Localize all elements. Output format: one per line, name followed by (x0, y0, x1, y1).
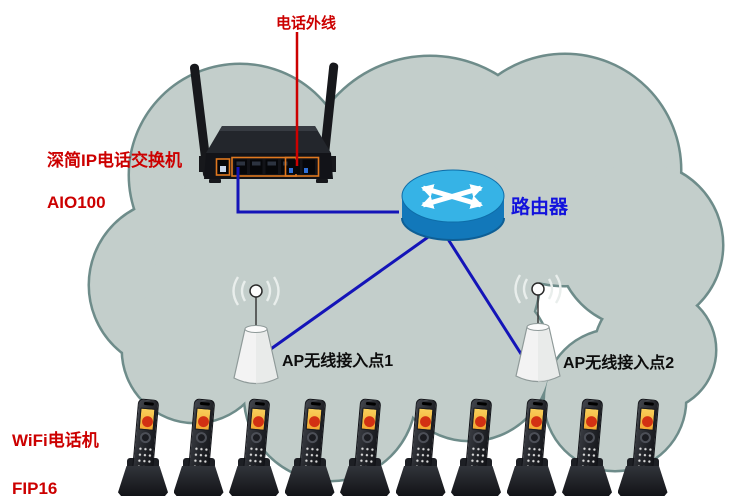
access-point-2-icon (514, 274, 562, 383)
link-router-to-ap1 (267, 233, 432, 353)
link-pbx-to-router (236, 167, 399, 214)
pbx-port-row (215, 156, 320, 177)
pbx-label: 深简IP电话交换机 AIO100 (47, 150, 182, 213)
outside-line-label: 电话外线 (276, 15, 337, 32)
wifi-phone-label: WiFi电话机 FIP16 (12, 429, 99, 500)
access-point-1-icon (232, 276, 280, 385)
pbx-model: AIO100 (47, 193, 106, 212)
router-icon (401, 169, 505, 241)
pbx-name: 深简IP电话交换机 (47, 151, 183, 170)
wifi-phone-name: WiFi电话机 (12, 431, 99, 450)
network-cloud (87, 52, 725, 483)
connection-lines (236, 32, 525, 358)
ap2-label: AP无线接入点2 (563, 355, 675, 372)
ap1-label: AP无线接入点1 (282, 353, 394, 370)
pbx-device-icon (189, 62, 339, 183)
router-label: 路由器 (511, 197, 569, 218)
link-router-to-ap2 (444, 235, 525, 358)
wifi-phone-model: FIP16 (12, 479, 58, 498)
